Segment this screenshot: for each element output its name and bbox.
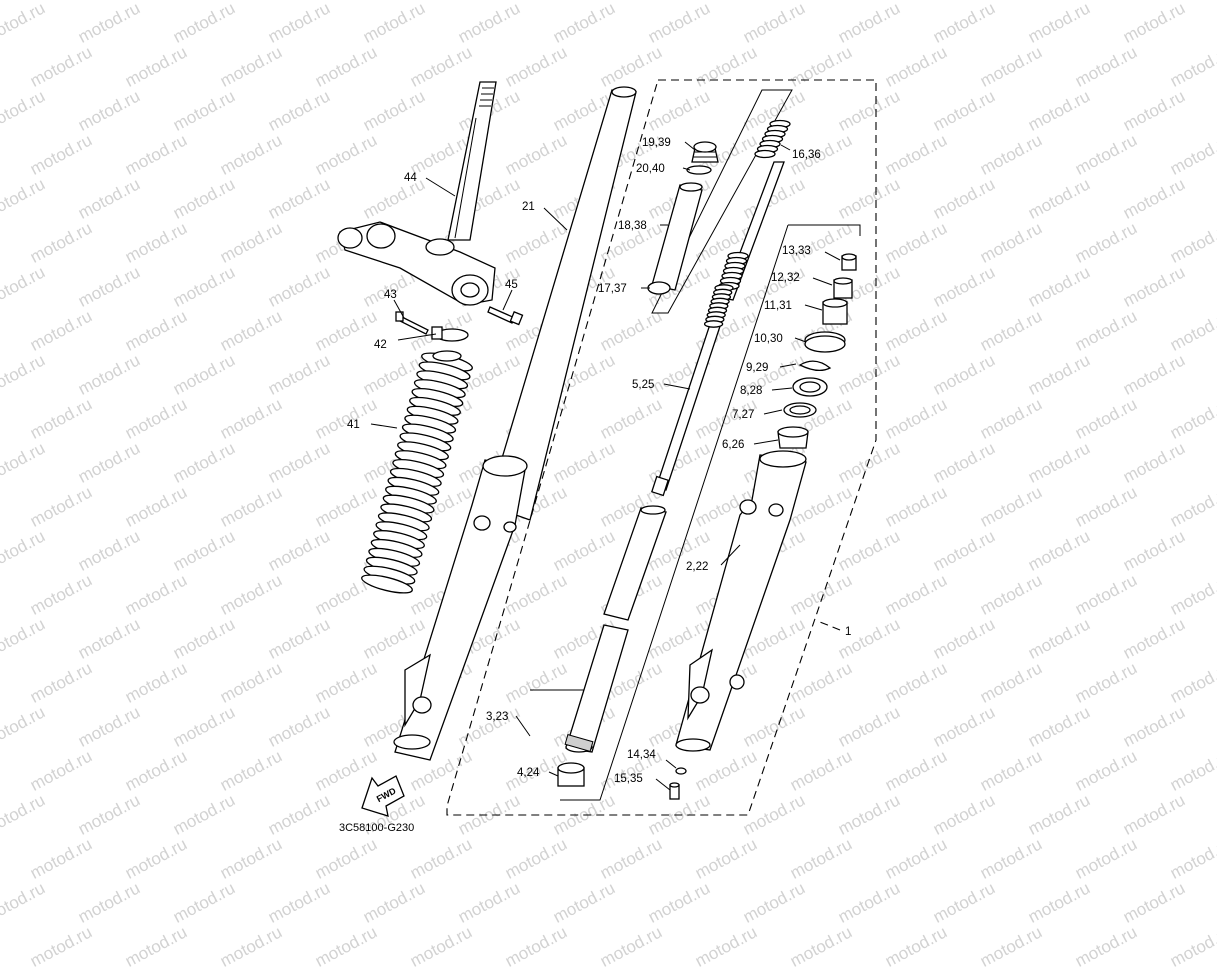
callout-3-23: 3,23 [486, 711, 508, 723]
watermark-text: motod.ru [27, 922, 96, 971]
seal-stack-part [777, 253, 857, 449]
o-ring-part [686, 165, 712, 175]
under-bracket-part [337, 221, 496, 306]
front-fork-diagram: FWD [337, 79, 877, 834]
callout-5-25: 5,25 [632, 379, 654, 391]
callout-17-37: 17,37 [598, 283, 627, 295]
washer-part [647, 281, 671, 295]
callout-9-29: 9,29 [746, 362, 768, 374]
callout-11-31: 11,31 [764, 300, 792, 312]
inner-tube-part [487, 86, 637, 521]
watermark-text: motod.ru [122, 922, 191, 971]
callout-44: 44 [404, 172, 417, 184]
leader-lines [370, 141, 841, 791]
right-outer-tube-part [675, 450, 807, 752]
callout-21: 21 [522, 201, 535, 213]
watermark-text: motod.ru [312, 922, 381, 971]
inner-tube-upper-part [603, 507, 667, 621]
callout-15-35: 15,35 [614, 773, 643, 785]
watermark-text: motod.ru [502, 922, 571, 971]
group-bracket [788, 224, 861, 236]
rebound-spring-part [703, 284, 734, 328]
drain-bolt-part [669, 782, 680, 800]
watermark-text: motod.ru [407, 922, 476, 971]
watermark-text: motod.ru [977, 922, 1046, 971]
collar-part [557, 762, 585, 787]
callout-16-36: 16,36 [792, 149, 821, 161]
callout-1: 1 [845, 626, 851, 638]
cap-bolt-part [691, 141, 719, 163]
callout-42: 42 [374, 339, 387, 351]
watermark-text: motod.ru [217, 922, 286, 971]
callout-8-28: 8,28 [740, 385, 762, 397]
watermark-text: motod.ru [0, 923, 1, 972]
drain-washer-part [675, 767, 687, 775]
callout-2-22: 2,22 [686, 561, 708, 573]
callout-43: 43 [384, 289, 397, 301]
left-outer-tube-part [393, 455, 528, 761]
leader-line [819, 621, 841, 631]
watermark-text: motod.ru [882, 922, 951, 971]
callout-41: 41 [347, 419, 360, 431]
callout-45: 45 [505, 279, 518, 291]
callout-12-32: 12,32 [771, 272, 800, 284]
watermark-text: motod.ru [692, 922, 761, 971]
watermark-text: motod.ru [787, 922, 856, 971]
bolt-43-part [395, 311, 429, 335]
spacer-pipe-part [651, 184, 703, 291]
damper-rod-part [651, 299, 729, 497]
callout-4-24: 4,24 [517, 767, 540, 779]
pinch-bolt-part [487, 306, 524, 326]
group-bracket [560, 224, 789, 801]
watermark-text: motod.ru [1072, 922, 1141, 971]
callout-13-33: 13,33 [782, 245, 811, 257]
fork-boot-part [361, 350, 473, 594]
watermark-text: motod.ru [597, 922, 666, 971]
callout-14-34: 14,34 [627, 749, 656, 761]
clamp-42-part [431, 326, 469, 342]
callout-7-27: 7,27 [732, 409, 754, 421]
callout-18-38: 18,38 [618, 220, 647, 232]
inner-tube-lower-part [565, 624, 629, 753]
callout-20-40: 20,40 [636, 163, 665, 175]
fork-spring-part [718, 119, 791, 301]
fwd-arrow-icon: FWD [361, 775, 405, 817]
diagram-code: 3C58100-G230 [339, 822, 414, 834]
callout-6-26: 6,26 [722, 439, 744, 451]
callout-19-39: 19,39 [642, 137, 671, 149]
steering-stem-part [447, 81, 497, 241]
callout-10-30: 10,30 [754, 333, 783, 345]
watermark-text: motod.ru [1167, 922, 1217, 971]
